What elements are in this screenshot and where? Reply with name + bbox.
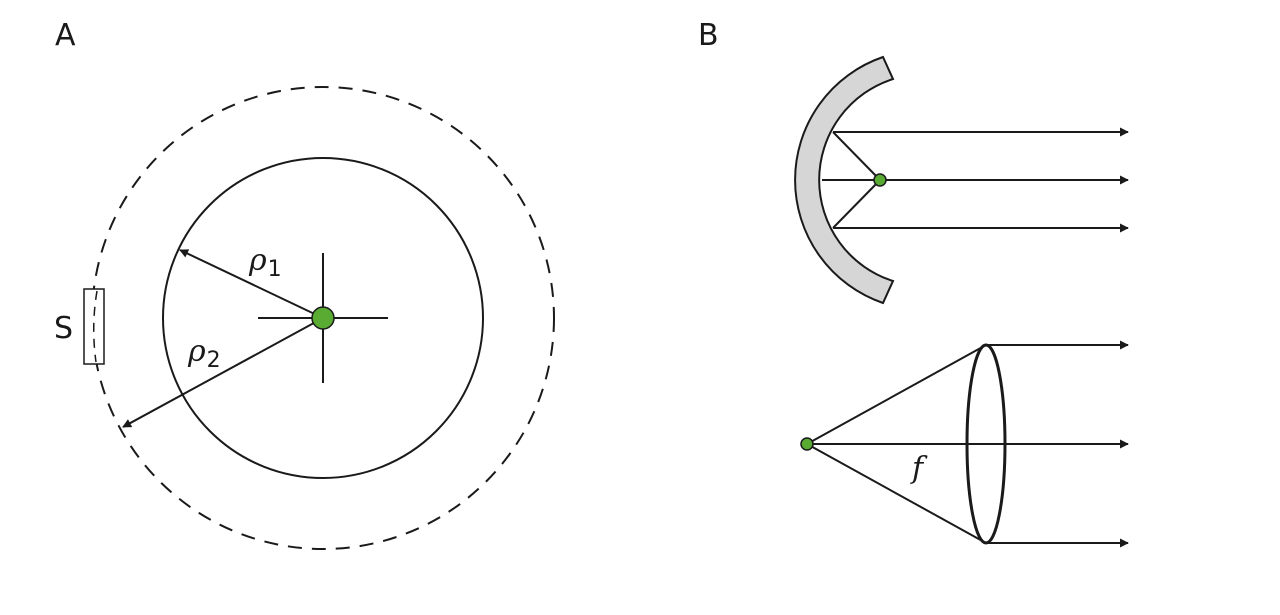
lens-ray-in-top (806, 344, 987, 445)
rho2-label: ρ2 (187, 334, 221, 373)
central-source-dot (311, 306, 335, 330)
mirror-focus-source-dot (873, 173, 887, 187)
lens-ray-in-bottom (806, 443, 987, 544)
sample-label: S (54, 311, 73, 346)
panel-b-label: B (698, 18, 719, 53)
concave-mirror (794, 55, 895, 305)
lens-diagram: f (800, 340, 1129, 548)
mirror-ray-in-bottom (832, 179, 881, 229)
rho2-arrow (122, 317, 324, 428)
convex-lens (965, 343, 1007, 545)
rho1-arrow (179, 249, 324, 319)
focal-length-label: f (910, 451, 928, 486)
sample-arc-dashed (92, 290, 98, 363)
rho1-label: ρ1 (248, 243, 282, 282)
mirror-ray-in-top (832, 131, 881, 181)
mirror-diagram (794, 55, 1129, 305)
inner-circle (162, 157, 484, 479)
panel-a-label: A (55, 18, 76, 53)
panel-a: ρ1 ρ2 S (54, 86, 555, 550)
lens-focus-source-dot (800, 437, 814, 451)
